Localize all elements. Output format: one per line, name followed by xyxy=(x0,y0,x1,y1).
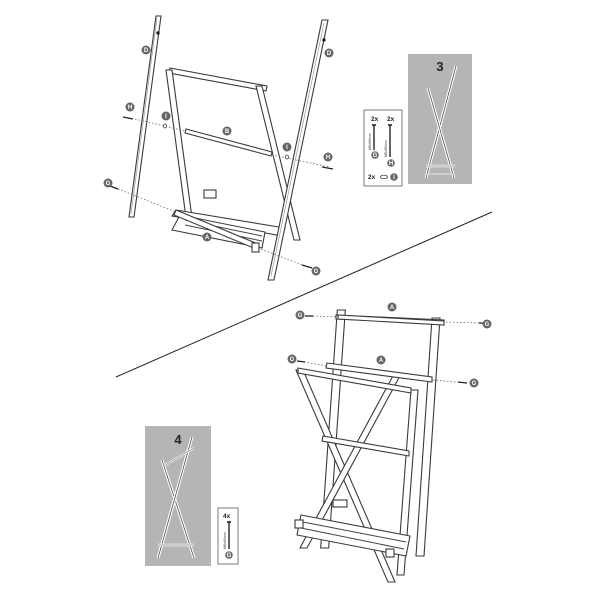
screw-icon xyxy=(227,521,231,549)
svg-text:G: G xyxy=(298,313,303,319)
svg-text:H: H xyxy=(326,155,330,161)
svg-text:D: D xyxy=(144,48,149,54)
rack-assembly-icon xyxy=(294,309,445,583)
label-screw-g-top-right: G xyxy=(482,319,492,329)
step3-parts-box: 2x 2x M6x60mm M6x80mm G H 2x I xyxy=(363,109,403,187)
label-post-d-left: D xyxy=(141,45,151,55)
svg-text:I: I xyxy=(393,175,395,181)
washer-icon xyxy=(163,123,289,160)
svg-text:G: G xyxy=(373,153,378,159)
rack-preview-icon xyxy=(424,65,458,179)
rack-preview-icon xyxy=(156,436,196,559)
svg-text:M6x80mm: M6x80mm xyxy=(384,140,388,157)
rack-assembly-icon xyxy=(128,15,329,281)
svg-text:G: G xyxy=(314,269,319,275)
svg-text:4: 4 xyxy=(174,432,182,447)
label-washer-i-left: I xyxy=(161,111,171,121)
svg-text:A: A xyxy=(390,305,395,311)
step4-parts-box: 4x M6x60mm G xyxy=(217,507,239,565)
label-screw-g-left: G xyxy=(103,178,113,188)
svg-text:I: I xyxy=(286,145,288,151)
label-screw-g-right: G xyxy=(311,266,321,276)
label-screw-h-right: H xyxy=(323,152,333,162)
svg-text:G: G xyxy=(472,381,477,387)
svg-text:2x: 2x xyxy=(368,174,376,181)
label-screw-g-top-left: G xyxy=(295,310,305,320)
washer-icon xyxy=(380,174,388,180)
step4-assembly-diagram: A A G G G G 4 xyxy=(145,302,492,583)
step-divider-line xyxy=(115,211,493,378)
svg-text:M6x60mm: M6x60mm xyxy=(368,133,372,150)
svg-text:4x: 4x xyxy=(223,513,231,520)
label-rod-a-top: A xyxy=(387,302,397,312)
label-post-d-right: D xyxy=(324,48,334,58)
label-rod-b: B xyxy=(222,126,232,136)
label-screw-g-mid-right: G xyxy=(469,378,479,388)
svg-text:2x: 2x xyxy=(371,116,379,123)
label-screw-g-mid-left: G xyxy=(287,354,297,364)
svg-text:M6x60mm: M6x60mm xyxy=(223,532,227,549)
svg-text:D: D xyxy=(327,51,332,57)
svg-text:3: 3 xyxy=(436,59,443,74)
svg-text:B: B xyxy=(225,129,230,135)
svg-text:A: A xyxy=(205,235,210,241)
step3-assembly-diagram: D D H I B I H G xyxy=(103,15,472,281)
svg-text:G: G xyxy=(485,322,490,328)
step4-preview-panel: 4 xyxy=(145,426,211,566)
label-washer-i-right: I xyxy=(282,142,292,152)
screw-icon xyxy=(372,124,392,157)
svg-text:H: H xyxy=(128,105,132,111)
svg-text:A: A xyxy=(379,358,384,364)
svg-text:H: H xyxy=(389,161,393,167)
label-rod-a-mid: A xyxy=(376,355,386,365)
svg-text:G: G xyxy=(227,553,232,559)
svg-text:G: G xyxy=(290,357,295,363)
svg-text:G: G xyxy=(106,181,111,187)
svg-text:2x: 2x xyxy=(387,116,395,123)
svg-text:I: I xyxy=(165,114,167,120)
screw-icon xyxy=(109,116,334,269)
label-screw-h-left: H xyxy=(125,102,135,112)
label-rod-a: A xyxy=(202,232,212,242)
step3-preview-panel: 3 xyxy=(408,54,472,184)
